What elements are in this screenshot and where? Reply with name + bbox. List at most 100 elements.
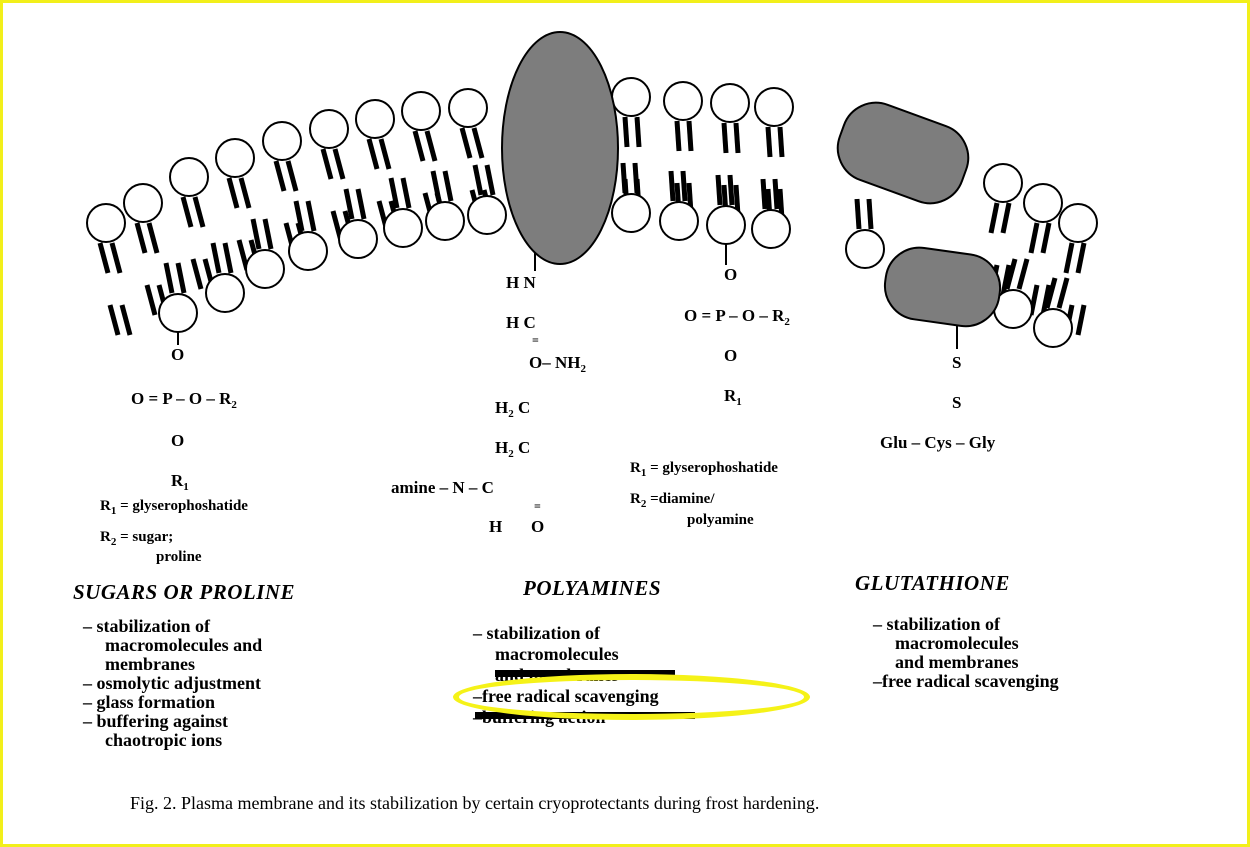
sugars-function-item: – buffering against <box>83 712 262 731</box>
polyamine-double-bond: = <box>532 333 539 348</box>
lipid-tail <box>718 175 720 205</box>
lipid-head <box>159 294 197 332</box>
lipid-tail <box>100 243 108 273</box>
polyamines-function-item: – stabilization of <box>473 623 659 644</box>
lipid-tail <box>730 175 732 205</box>
sugars-function-item: – stabilization of <box>83 617 262 636</box>
lipid-tail <box>671 171 673 201</box>
lipid-tail <box>288 161 296 191</box>
lipid-head <box>1024 184 1062 222</box>
sugars-function-item: – osmolytic adjustment <box>83 674 262 693</box>
lipid-tail <box>276 161 284 191</box>
lipid-head <box>1059 204 1097 242</box>
lipid-head <box>449 89 487 127</box>
lipid-head <box>289 232 327 270</box>
lipid-tail <box>122 305 130 335</box>
lipid-tail <box>857 199 859 229</box>
lipid-tail <box>768 127 770 157</box>
lipid-tail <box>625 117 627 147</box>
lipid-tail <box>775 179 777 209</box>
lipid-tail <box>308 201 314 231</box>
lipid-tail <box>213 243 219 273</box>
figure-caption: Fig. 2. Plasma membrane and its stabiliz… <box>130 793 819 814</box>
lipid-tail <box>487 165 493 195</box>
lipid-tail <box>677 121 679 151</box>
lipid-tail <box>1003 203 1009 233</box>
lipid-head <box>216 139 254 177</box>
lipid-tail <box>635 163 637 193</box>
sugars-phosphate-line: O = P – O – R2 <box>131 389 237 411</box>
sugars-function-item: – glass formation <box>83 693 262 712</box>
lipid-tail <box>763 179 765 209</box>
lipid-tail <box>462 128 470 158</box>
lipid-tail <box>112 243 120 273</box>
lipid-tail <box>265 219 271 249</box>
lipid-head <box>707 206 745 244</box>
lipid-tail <box>1043 223 1049 253</box>
peripheral-protein-bottom <box>881 243 1005 330</box>
polyamine-double-bond-2: = <box>534 499 541 514</box>
lipid-head <box>612 78 650 116</box>
diamine-r1: R1 <box>724 386 742 408</box>
diamine-o-top: O <box>724 265 737 285</box>
lipid-tail <box>1078 305 1084 335</box>
glutathione-function-item: –free radical scavenging <box>873 672 1059 691</box>
lipid-tail <box>225 243 231 273</box>
lipid-head <box>664 82 702 120</box>
lipid-tail <box>110 305 118 335</box>
lipid-tail <box>335 149 343 179</box>
lipid-tail <box>178 263 184 293</box>
lipid-tail <box>241 178 249 208</box>
lipid-tail <box>724 123 726 153</box>
polyamine-o-nh2: O– NH2 <box>529 353 586 375</box>
sugars-r2-legend: R2 = sugar; <box>100 529 173 548</box>
polyamine-o: O <box>531 517 544 537</box>
lipid-head <box>356 100 394 138</box>
lipid-tail <box>991 203 997 233</box>
lipid-head <box>246 250 284 288</box>
lipid-head <box>711 84 749 122</box>
glutathione-function-list: – stabilization of macromolecules and me… <box>873 615 1059 691</box>
lipid-head <box>984 164 1022 202</box>
polyamine-h2c-1: H2 C <box>495 398 530 420</box>
polyamine-h: H <box>489 517 502 537</box>
lipid-tail <box>415 131 423 161</box>
lipid-tail <box>1031 223 1037 253</box>
lipid-tail <box>147 285 155 315</box>
lipid-head <box>1034 309 1072 347</box>
diamine-r1-legend: R1 = glyserophoshatide <box>630 460 778 479</box>
sugars-o-top: O <box>171 345 184 365</box>
lipid-tail <box>183 197 191 227</box>
glutathione-function-item: and membranes <box>873 653 1059 672</box>
lipid-tail <box>869 199 871 229</box>
lipid-tail <box>1066 243 1072 273</box>
lipid-head <box>402 92 440 130</box>
lipid-tail <box>623 163 625 193</box>
lipid-head <box>612 194 650 232</box>
polyamine-amine-line: amine – N – C <box>391 478 494 498</box>
lipid-head <box>124 184 162 222</box>
lipid-head <box>87 204 125 242</box>
lipid-tail <box>358 189 364 219</box>
sugars-function-item: membranes <box>83 655 262 674</box>
diamine-r2-legend-cont: polyamine <box>687 512 754 529</box>
lipid-head <box>660 202 698 240</box>
lipid-tail <box>149 223 157 253</box>
lipid-head <box>310 110 348 148</box>
polyamines-function-item: macromolecules <box>473 644 659 665</box>
lipid-head <box>206 274 244 312</box>
diamine-r2-legend: R2 =diamine/ <box>630 491 714 510</box>
lipid-tail <box>736 123 738 153</box>
lipid-tail <box>323 149 331 179</box>
sugars-r1-legend: R1 = glyserophoshatide <box>100 498 248 517</box>
lipid-tail <box>474 128 482 158</box>
lipid-tail <box>1019 259 1027 289</box>
lipid-tail <box>427 131 435 161</box>
lipid-tail <box>780 127 782 157</box>
lipid-tail <box>433 171 439 201</box>
lipid-tail <box>689 121 691 151</box>
lipid-tail <box>381 139 389 169</box>
polyamine-h2c-2: H2 C <box>495 438 530 460</box>
lipid-tail <box>137 223 145 253</box>
lipid-tail <box>229 178 237 208</box>
